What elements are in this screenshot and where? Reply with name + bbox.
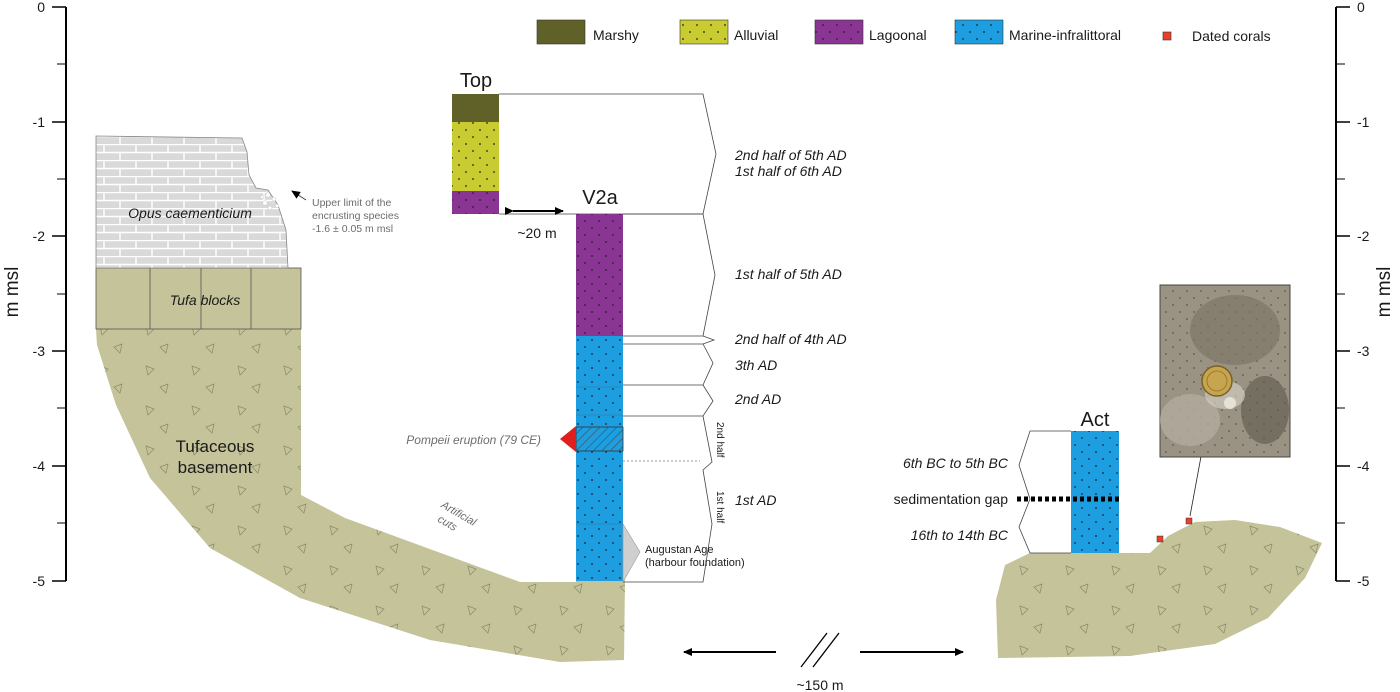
age-top-1: 2nd half of 5th AD bbox=[734, 147, 847, 163]
encrusting-species-marks bbox=[260, 192, 280, 211]
right-tick-2: -2 bbox=[1357, 228, 1370, 244]
label-upper-limit-2: encrusting species bbox=[312, 210, 399, 222]
age-v2a-3: 3th AD bbox=[735, 357, 777, 373]
opus-caementicium-wall bbox=[95, 135, 289, 269]
pompeii-marker bbox=[560, 426, 576, 452]
left-tick-0: 0 bbox=[37, 0, 45, 15]
augustan-marker bbox=[622, 522, 641, 584]
legend-label-lagoonal: Lagoonal bbox=[869, 27, 927, 43]
left-tick-4: -4 bbox=[33, 458, 46, 474]
distance-150m: ~150 m bbox=[683, 632, 964, 692]
label-basement-2: basement bbox=[178, 458, 253, 477]
label-pompeii: Pompeii eruption (79 CE) bbox=[406, 433, 541, 447]
age-v2a-1: 1st half of 5th AD bbox=[735, 266, 842, 282]
left-tick-3: -3 bbox=[33, 343, 46, 359]
right-tick-5: -5 bbox=[1357, 573, 1370, 589]
label-upper-limit-1: Upper limit of the bbox=[312, 197, 392, 209]
legend-swatch-corals bbox=[1162, 31, 1172, 41]
label-opus: Opus caementicium bbox=[128, 205, 252, 221]
label-sedimentation-gap: sedimentation gap bbox=[894, 491, 1009, 507]
age-v2a-4: 2nd AD bbox=[734, 391, 781, 407]
age-top-2: 1st half of 6th AD bbox=[735, 163, 842, 179]
label-2nd-half: 2nd half bbox=[714, 422, 725, 458]
core-v2a: V2a Pompeii eruption (79 CE) 1st half of… bbox=[406, 187, 847, 584]
right-tick-1: -1 bbox=[1357, 114, 1370, 130]
left-tick-5: -5 bbox=[33, 573, 46, 589]
core-top-title: Top bbox=[460, 70, 492, 92]
core-top-unit-marshy bbox=[452, 94, 499, 122]
right-tick-4: -4 bbox=[1357, 458, 1370, 474]
legend-swatch-marshy bbox=[536, 19, 586, 45]
left-axis-label: m msl bbox=[2, 267, 23, 318]
age-act-2: 16th to 14th BC bbox=[911, 527, 1009, 543]
label-augustan-2: (harbour foundation) bbox=[645, 557, 745, 569]
right-tick-3: -3 bbox=[1357, 343, 1370, 359]
legend-label-alluvial: Alluvial bbox=[734, 27, 778, 43]
dated-coral-1 bbox=[1156, 535, 1164, 543]
core-act-title: Act bbox=[1081, 409, 1110, 431]
age-v2a-5: 1st AD bbox=[735, 492, 777, 508]
legend-label-marshy: Marshy bbox=[593, 27, 639, 43]
label-augustan-1: Augustan Age bbox=[645, 544, 714, 556]
left-depth-axis: 0 -1 -2 -3 -4 -5 m msl bbox=[2, 0, 67, 589]
label-distance-20m: ~20 m bbox=[517, 225, 556, 241]
label-tufa: Tufa blocks bbox=[170, 292, 241, 308]
dated-coral-2 bbox=[1185, 517, 1193, 525]
upper-limit-arrow bbox=[291, 190, 307, 201]
core-v2a-age-brackets bbox=[623, 213, 716, 583]
left-tick-1: -1 bbox=[33, 114, 46, 130]
label-basement-1: Tufaceous bbox=[176, 437, 255, 456]
core-v2a-title: V2a bbox=[582, 187, 618, 209]
age-v2a-2: 2nd half of 4th AD bbox=[734, 331, 847, 347]
legend: Marshy Alluvial Lagoonal Marine-infralit… bbox=[536, 19, 1271, 45]
core-top: Top 2nd half of 5th AD 1st half of 6th A… bbox=[452, 70, 847, 215]
right-depth-axis: 0 -1 -2 -3 -4 -5 m msl bbox=[1335, 0, 1395, 589]
left-section: Opus caementicium Tufa blocks Tufaceous … bbox=[95, 135, 625, 662]
age-act-1: 6th BC to 5th BC bbox=[903, 455, 1009, 471]
label-1st-half: 1st half bbox=[714, 491, 725, 523]
legend-label-corals: Dated corals bbox=[1192, 28, 1271, 44]
label-distance-150m: ~150 m bbox=[796, 677, 843, 692]
core-act-age-bracket bbox=[1018, 430, 1071, 554]
right-tick-0: 0 bbox=[1357, 0, 1365, 15]
left-tick-2: -2 bbox=[33, 228, 46, 244]
tufa-blocks bbox=[95, 267, 302, 330]
coral-photo bbox=[1159, 284, 1291, 458]
right-axis-label: m msl bbox=[1374, 267, 1395, 318]
right-section: Act 6th BC to 5th BC sedimentation gap 1… bbox=[894, 284, 1322, 658]
legend-label-marine: Marine-infralittoral bbox=[1009, 27, 1121, 43]
label-upper-limit-3: -1.6 ± 0.05 m msl bbox=[312, 223, 393, 235]
